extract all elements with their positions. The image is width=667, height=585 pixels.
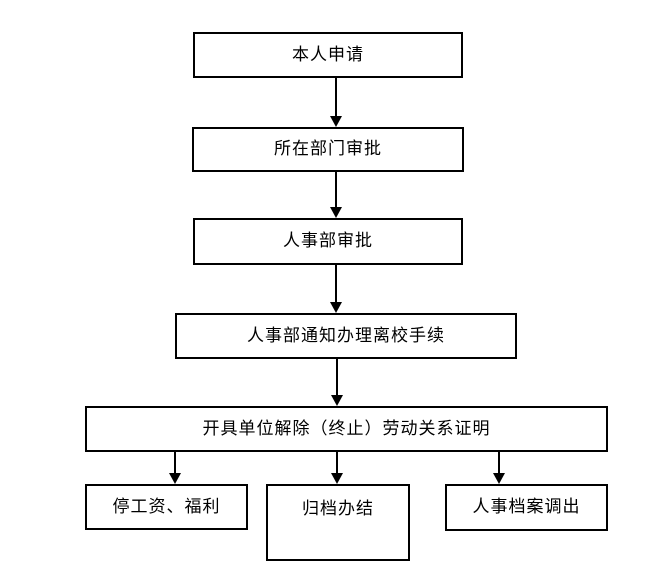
- flow-node-dept-approval: 所在部门审批: [192, 127, 464, 172]
- flow-node-archive-label: 归档办结: [302, 499, 374, 519]
- arrow-shaft: [335, 78, 337, 116]
- arrow-shaft: [174, 452, 176, 473]
- connector-arrow-notify-to-certificate: [331, 359, 343, 406]
- flow-node-apply-label: 本人申请: [292, 44, 364, 65]
- connector-arrow-certificate-to-archive: [331, 452, 343, 484]
- flow-node-hr-notify-label: 人事部通知办理离校手续: [247, 325, 445, 346]
- arrow-down-icon: [493, 473, 505, 484]
- arrow-down-icon: [330, 116, 342, 127]
- flow-node-certificate-label: 开具单位解除（终止）劳动关系证明: [202, 418, 491, 439]
- flow-node-hr-approval: 人事部审批: [193, 218, 463, 265]
- flow-node-file-out-label: 人事档案调出: [472, 497, 581, 518]
- arrow-down-icon: [331, 473, 343, 484]
- arrow-shaft: [335, 172, 337, 207]
- connector-arrow-apply-to-dept: [330, 78, 342, 127]
- flow-node-hr-approval-label: 人事部审批: [283, 231, 373, 252]
- connector-arrow-dept-to-hr: [330, 172, 342, 218]
- flow-node-file-out: 人事档案调出: [445, 484, 608, 531]
- connector-arrow-certificate-to-file-out: [493, 452, 505, 484]
- arrow-down-icon: [330, 207, 342, 218]
- arrow-shaft: [336, 359, 338, 395]
- flow-node-stop-pay: 停工资、福利: [85, 484, 248, 530]
- arrow-down-icon: [169, 473, 181, 484]
- arrow-shaft: [498, 452, 500, 473]
- connector-arrow-hr-to-notify: [330, 265, 342, 313]
- flow-node-apply: 本人申请: [193, 32, 463, 78]
- flow-node-hr-notify: 人事部通知办理离校手续: [175, 313, 517, 359]
- flow-node-certificate: 开具单位解除（终止）劳动关系证明: [85, 406, 608, 452]
- arrow-down-icon: [330, 302, 342, 313]
- flow-node-dept-approval-label: 所在部门审批: [274, 139, 382, 160]
- arrow-down-icon: [331, 395, 343, 406]
- arrow-shaft: [336, 452, 338, 473]
- flow-node-stop-pay-label: 停工资、福利: [112, 496, 221, 517]
- connector-arrow-certificate-to-stop-pay: [169, 452, 181, 484]
- flow-node-archive: 归档办结: [266, 484, 410, 561]
- arrow-shaft: [335, 265, 337, 302]
